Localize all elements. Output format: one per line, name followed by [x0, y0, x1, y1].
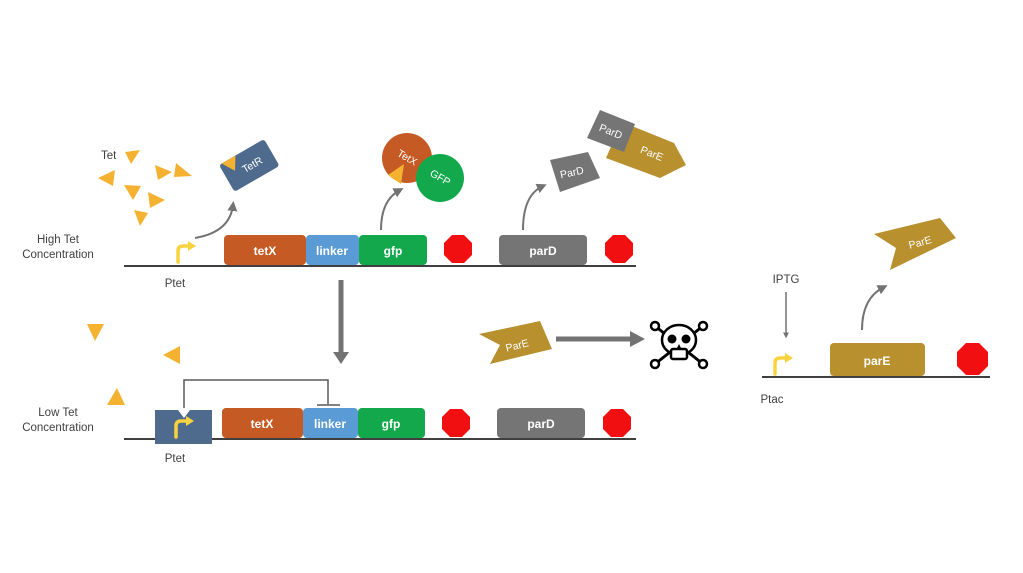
gene-gfp-low — [358, 408, 425, 438]
high-tet-condition-label-line1: High Tet — [37, 234, 80, 246]
tet-molecule — [134, 210, 148, 226]
pare-protein — [874, 218, 956, 270]
expression-arrow-tetx-gfp — [380, 188, 404, 231]
tet-molecule — [124, 185, 141, 200]
gene-pare-label: parE — [864, 354, 891, 368]
bound-tet-molecule — [221, 155, 236, 171]
promoter-arrow-icon — [773, 351, 795, 376]
ptac-label: Ptac — [760, 394, 783, 406]
low-tet-condition-label-line2: Concentration — [22, 422, 94, 434]
terminator-icon — [957, 343, 988, 375]
low-tet-section: Low Tet Concentration Ptet tetX linker g… — [22, 320, 709, 465]
skull-crossbones-icon — [649, 320, 709, 370]
low-tet-condition-label-line1: Low Tet — [38, 407, 78, 419]
tet-molecule — [155, 165, 172, 180]
free-pare-label: ParE — [504, 337, 530, 354]
high-tet-section: High Tet Concentration Tet Ptet tetX lin… — [22, 110, 686, 290]
high-tet-condition-label-line2: Concentration — [22, 249, 94, 261]
toxicity-arrow-head — [630, 331, 645, 347]
terminator-icon — [605, 235, 633, 263]
iptg-label: IPTG — [773, 274, 800, 286]
pare-protein-label: ParE — [907, 234, 933, 252]
tet-molecule — [163, 346, 180, 364]
gene-linker-label: linker — [314, 417, 346, 431]
gene-tetx-label: tetX — [251, 417, 274, 431]
tet-molecule — [125, 150, 140, 164]
tetr-protein: TetR — [220, 140, 279, 191]
tetr-repressor-on-promoter — [155, 410, 212, 444]
gene-tetx-high — [224, 235, 306, 265]
terminator-icon — [444, 235, 472, 263]
gene-gfp-label: gfp — [382, 417, 401, 431]
tet-molecules-low — [87, 324, 180, 405]
gene-pard-low — [497, 408, 585, 438]
ptet-label-high: Ptet — [165, 278, 186, 290]
ptet-label-low: Ptet — [165, 453, 186, 465]
inducible-pare-construct: IPTG Ptac parE ParE — [760, 218, 990, 406]
terminator-icon — [442, 409, 470, 437]
gene-pard-high — [499, 235, 587, 265]
gene-linker-label: linker — [316, 244, 348, 258]
transition-arrow-head — [333, 352, 349, 364]
gene-tetx-label: tetX — [254, 244, 277, 258]
gfp-protein — [416, 154, 464, 202]
gene-gfp-high — [359, 235, 427, 265]
promoter-arrow-icon — [176, 239, 198, 264]
tet-label: Tet — [101, 150, 117, 162]
expression-arrow-pare — [861, 285, 888, 331]
pard-in-complex — [587, 110, 635, 152]
tet-molecule — [174, 163, 192, 177]
tet-molecule — [98, 170, 115, 186]
expression-arrow-pard — [522, 183, 547, 231]
gene-pare — [830, 343, 925, 376]
gene-tetx-low — [222, 408, 303, 438]
terminator-icon — [603, 409, 631, 437]
tet-molecule — [87, 324, 104, 341]
free-pare-protein — [479, 321, 552, 364]
tet-molecule — [148, 192, 165, 208]
gene-linker-low — [303, 408, 358, 438]
tet-molecule-on-tetx — [388, 164, 404, 184]
gene-pard-label: parD — [527, 417, 555, 431]
gene-linker-high — [306, 235, 359, 265]
pard-protein — [550, 152, 600, 192]
tet-molecules-high — [98, 150, 192, 226]
expression-arrow-tetr — [194, 201, 238, 239]
gene-pard-label: parD — [529, 244, 557, 258]
repression-line — [183, 379, 329, 408]
tet-molecule — [107, 388, 125, 405]
pard-protein-label: ParD — [559, 165, 585, 182]
gene-gfp-label: gfp — [384, 244, 403, 258]
